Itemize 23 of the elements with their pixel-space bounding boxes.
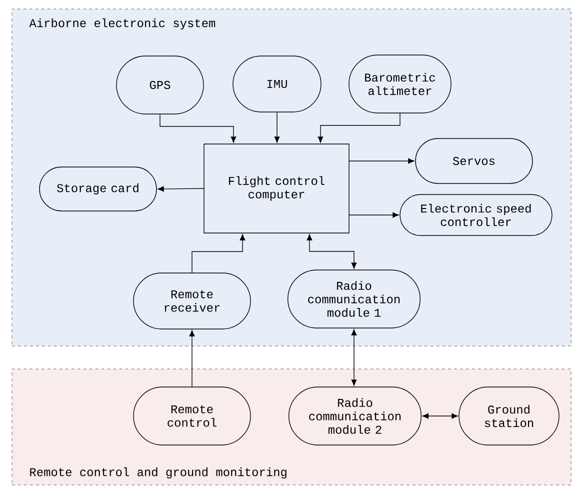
rounded-box: IMU [232, 56, 322, 112]
rounded-box: GPS [116, 56, 204, 114]
arrow [274, 112, 280, 143]
rounded-box: Storage card [39, 166, 157, 212]
arrow [318, 113, 400, 143]
rounded-box: Servos [415, 138, 533, 184]
arrow [158, 186, 204, 192]
process-box: Flight control computer [204, 144, 350, 234]
rounded-box: Radio communication module 2 [288, 386, 422, 446]
rounded-box: Remote control [133, 386, 251, 446]
rounded-box: Electronic speed controller [400, 194, 552, 236]
arrow [349, 212, 399, 218]
arrow [189, 330, 195, 387]
rounded-box: Radio communication module 1 [288, 270, 420, 328]
arrow [192, 234, 246, 273]
arrow [351, 329, 357, 386]
arrow [160, 114, 236, 143]
arrow [306, 234, 357, 269]
rounded-box: Barometric altimeter [348, 54, 452, 114]
rounded-box: Remote receiver [133, 272, 251, 330]
arrow [349, 158, 414, 164]
rounded-box: Ground station [458, 386, 560, 446]
arrow [422, 413, 458, 419]
